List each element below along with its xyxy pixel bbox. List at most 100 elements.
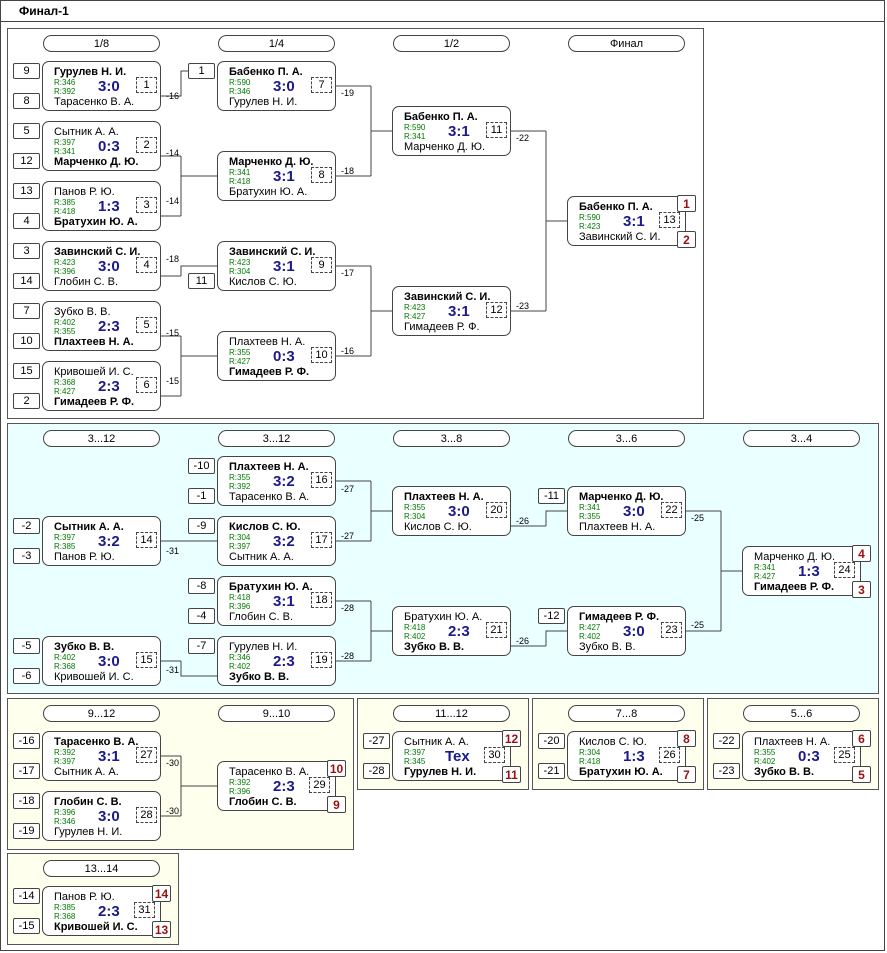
rating-bottom: R:427 xyxy=(754,572,776,581)
place-badge: 9 xyxy=(327,796,346,813)
player-bottom: Зубко В. В. xyxy=(754,766,814,778)
match-number: 18 xyxy=(311,592,332,608)
match-card[interactable]: Кислов С. Ю. R:304 R:418 1:3 26 Братухин… xyxy=(567,731,686,781)
player-bottom: Тарасенко В. А. xyxy=(54,96,135,108)
match-card[interactable]: Кривошей И. С. R:368 R:427 2:3 6 Гимадее… xyxy=(42,361,161,411)
round-header-11-12: 11...12 xyxy=(393,705,510,722)
player-bottom: Завинский С. И. xyxy=(579,231,661,243)
match-card[interactable]: Зубко В. В. R:402 R:355 2:3 5 Плахтеев Н… xyxy=(42,301,161,351)
seed-box: -7 xyxy=(188,638,215,654)
player-bottom: Гурулев Н. И. xyxy=(404,766,477,778)
seed-box: 12 xyxy=(13,153,40,169)
match-card[interactable]: Гурулев Н. И. R:346 R:402 2:3 19 Зубко В… xyxy=(217,636,336,686)
match-card[interactable]: Завинский С. И. R:423 R:304 3:1 9 Кислов… xyxy=(217,241,336,291)
match-card[interactable]: Братухин Ю. А. R:418 R:396 3:1 18 Глобин… xyxy=(217,576,336,626)
match-card[interactable]: Глобин С. В. R:396 R:346 3:0 28 Гурулев … xyxy=(42,791,161,841)
loser-destination: -14 xyxy=(166,148,180,158)
player-top: Панов Р. Ю. xyxy=(54,186,115,198)
match-score: 3:2 xyxy=(273,533,295,550)
match-score: 2:3 xyxy=(98,318,120,335)
match-card[interactable]: Панов Р. Ю. R:385 R:418 1:3 3 Братухин Ю… xyxy=(42,181,161,231)
loser-destination: -26 xyxy=(516,636,530,646)
loser-destination: -23 xyxy=(516,301,530,311)
match-card[interactable]: Марченко Д. Ю. R:341 R:427 1:3 24 Гимаде… xyxy=(742,546,861,596)
player-top: Глобин С. В. xyxy=(54,796,122,808)
match-score: 3:0 xyxy=(448,503,470,520)
place-badge: 3 xyxy=(852,581,871,598)
match-score: 3:1 xyxy=(448,303,470,320)
player-bottom: Гурулев Н. И. xyxy=(54,826,123,838)
match-number: 31 xyxy=(134,902,155,918)
match-card[interactable]: Бабенко П. А. R:590 R:346 3:0 7 Гурулев … xyxy=(217,61,336,111)
round-header-3-6: 3...6 xyxy=(568,430,685,447)
match-card[interactable]: Тарасенко В. А. R:392 R:397 3:1 27 Сытни… xyxy=(42,731,161,781)
place-badge: 11 xyxy=(502,766,521,783)
round-header-9-12: 9...12 xyxy=(43,705,160,722)
match-card[interactable]: Завинский С. И. R:423 R:396 3:0 4 Глобин… xyxy=(42,241,161,291)
loser-destination: -28 xyxy=(341,603,355,613)
match-score: 3:0 xyxy=(623,623,645,640)
player-top: Завинский С. И. xyxy=(404,291,491,303)
player-bottom: Сытник А. А. xyxy=(229,551,294,563)
title-bar: Финал-1 xyxy=(1,1,884,22)
rating-top: R:397 xyxy=(404,748,426,757)
match-card[interactable]: Плахтеев Н. А. R:355 R:304 3:0 20 Кислов… xyxy=(392,486,511,536)
match-number: 20 xyxy=(486,502,507,518)
match-score: 3:1 xyxy=(623,213,645,230)
match-card[interactable]: Зубко В. В. R:402 R:368 3:0 15 Кривошей … xyxy=(42,636,161,686)
player-bottom: Гурулев Н. И. xyxy=(229,96,298,108)
rating-top: R:427 xyxy=(579,623,601,632)
rating-bottom: R:402 xyxy=(229,662,251,671)
rating-bottom: R:304 xyxy=(229,267,251,276)
match-number: 22 xyxy=(661,502,682,518)
rating-top: R:341 xyxy=(229,168,251,177)
loser-destination: -26 xyxy=(516,516,530,526)
loser-destination: -25 xyxy=(691,513,705,523)
place-badge: 6 xyxy=(852,730,871,747)
seed-box: -22 xyxy=(713,733,740,749)
match-number: 16 xyxy=(311,472,332,488)
match-card[interactable]: Плахтеев Н. А. R:355 R:402 0:3 25 Зубко … xyxy=(742,731,861,781)
round-header-3-8: 3...8 xyxy=(393,430,510,447)
rating-top: R:341 xyxy=(754,563,776,572)
match-card[interactable]: Сытник А. А. R:397 R:341 0:3 2 Марченко … xyxy=(42,121,161,171)
loser-destination: -18 xyxy=(341,166,355,176)
loser-destination: -15 xyxy=(166,376,180,386)
match-score: 2:3 xyxy=(98,903,120,920)
match-score: 3:0 xyxy=(98,258,120,275)
match-card[interactable]: Марченко Д. Ю. R:341 R:355 3:0 22 Плахте… xyxy=(567,486,686,536)
loser-destination: -17 xyxy=(341,268,355,278)
round-header-1-4: 1/4 xyxy=(218,35,335,52)
match-number: 5 xyxy=(136,317,157,333)
round-header-3-12-b: 3...12 xyxy=(218,430,335,447)
match-card[interactable]: Кислов С. Ю. R:304 R:397 3:2 17 Сытник А… xyxy=(217,516,336,566)
match-card[interactable]: Сытник А. А. R:397 R:385 3:2 14 Панов Р.… xyxy=(42,516,161,566)
match-card[interactable]: Гурулев Н. И. R:346 R:392 3:0 1 Тарасенк… xyxy=(42,61,161,111)
player-top: Панов Р. Ю. xyxy=(54,891,115,903)
match-card[interactable]: Сытник А. А. R:397 R:345 Tex 30 Гурулев … xyxy=(392,731,511,781)
match-card[interactable]: Марченко Д. Ю. R:341 R:418 3:1 8 Братухи… xyxy=(217,151,336,201)
rating-top: R:355 xyxy=(229,348,251,357)
match-card[interactable]: Завинский С. И. R:423 R:427 3:1 12 Гимад… xyxy=(392,286,511,336)
rating-bottom: R:402 xyxy=(754,757,776,766)
match-score: 1:3 xyxy=(623,748,645,765)
player-top: Плахтеев Н. А. xyxy=(404,491,484,503)
match-card[interactable]: Плахтеев Н. А. R:355 R:392 3:2 16 Тарасе… xyxy=(217,456,336,506)
final-match-card[interactable]: Бабенко П. А. R:590 R:423 3:1 13 Завинск… xyxy=(567,196,686,246)
match-card[interactable]: Бабенко П. А. R:590 R:341 3:1 11 Марченк… xyxy=(392,106,511,156)
seed-box: 1 xyxy=(188,63,215,79)
seed-box: 7 xyxy=(13,303,40,319)
player-top: Зубко В. В. xyxy=(54,641,114,653)
match-card[interactable]: Плахтеев Н. А. R:355 R:427 0:3 10 Гимаде… xyxy=(217,331,336,381)
match-card[interactable]: Тарасенко В. А. R:392 R:396 2:3 29 Глоби… xyxy=(217,761,336,811)
loser-destination: -14 xyxy=(166,196,180,206)
match-card[interactable]: Гимадеев Р. Ф. R:427 R:402 3:0 23 Зубко … xyxy=(567,606,686,656)
match-card[interactable]: Братухин Ю. А. R:418 R:402 2:3 21 Зубко … xyxy=(392,606,511,656)
match-score: 3:0 xyxy=(273,78,295,95)
seed-box: -9 xyxy=(188,518,215,534)
match-card[interactable]: Панов Р. Ю. R:385 R:368 2:3 31 Кривошей … xyxy=(42,886,161,936)
player-bottom: Тарасенко В. А. xyxy=(229,491,310,503)
loser-destination: -31 xyxy=(166,665,180,675)
player-top: Кислов С. Ю. xyxy=(579,736,647,748)
loser-destination: -28 xyxy=(341,651,355,661)
